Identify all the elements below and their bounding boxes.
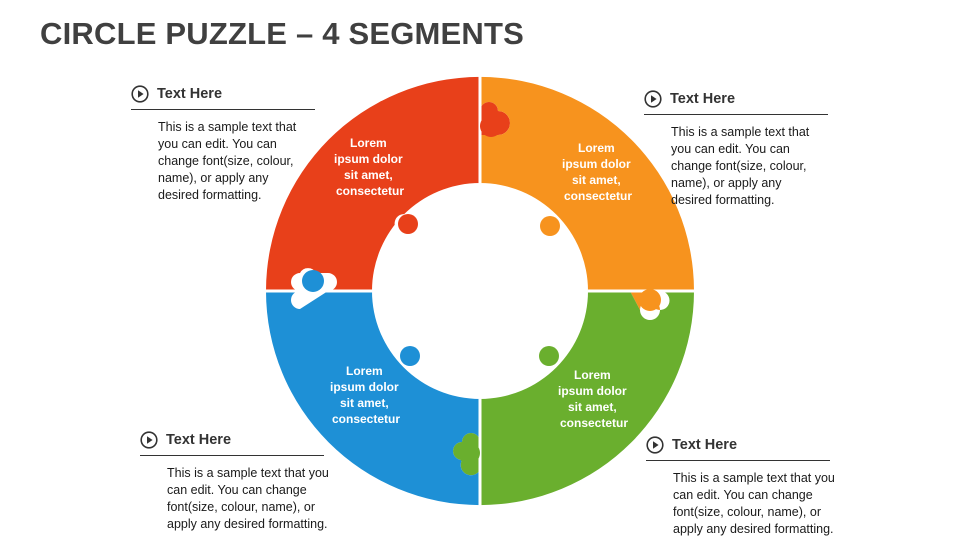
knob-inner-top-left xyxy=(398,214,418,234)
text-block-top-left: Text Here This is a sample text that you… xyxy=(131,85,315,204)
segment-text-top-left: Lorem ipsum dolor sit amet, consectetur xyxy=(334,136,406,198)
play-circle-icon xyxy=(140,431,158,449)
knob-bottom xyxy=(458,442,480,464)
play-circle-icon xyxy=(646,436,664,454)
text-block-body: This is a sample text that you can edit.… xyxy=(158,120,297,202)
text-block-top-right: Text Here This is a sample text that you… xyxy=(644,90,828,209)
text-block-body: This is a sample text that you can edit.… xyxy=(167,466,329,531)
text-block-heading: Text Here xyxy=(672,437,738,453)
play-circle-icon xyxy=(131,85,149,103)
text-block-header: Text Here xyxy=(644,90,828,115)
text-block-heading: Text Here xyxy=(157,86,223,102)
play-circle-icon xyxy=(644,90,662,108)
text-block-bottom-left: Text Here This is a sample text that you… xyxy=(140,431,329,533)
knob-inner-bottom-right xyxy=(539,346,559,366)
text-block-body: This is a sample text that you can edit.… xyxy=(673,471,835,536)
segment-text-bottom-left: Lorem ipsum dolor sit amet, consectetur xyxy=(330,364,402,426)
segment-text-bottom-right: Lorem ipsum dolor sit amet, consectetur xyxy=(558,368,630,430)
knob-top xyxy=(480,115,502,137)
text-block-header: Text Here xyxy=(646,436,830,461)
text-block-bottom-right: Text Here This is a sample text that you… xyxy=(646,436,835,538)
segment-text-top-right: Lorem ipsum dolor sit amet, consectetur xyxy=(562,141,634,203)
knob-inner-top-right xyxy=(540,216,560,236)
knob-right xyxy=(639,289,661,311)
knob-left xyxy=(302,270,324,292)
puzzle-knobs xyxy=(302,115,661,464)
text-block-header: Text Here xyxy=(140,431,324,456)
knob-inner-bottom-left xyxy=(400,346,420,366)
text-block-header: Text Here xyxy=(131,85,315,110)
text-block-body: This is a sample text that you can edit.… xyxy=(671,125,810,207)
text-block-heading: Text Here xyxy=(670,91,736,107)
text-block-heading: Text Here xyxy=(166,432,232,448)
page-title: CIRCLE PUZZLE – 4 SEGMENTS xyxy=(40,16,525,51)
